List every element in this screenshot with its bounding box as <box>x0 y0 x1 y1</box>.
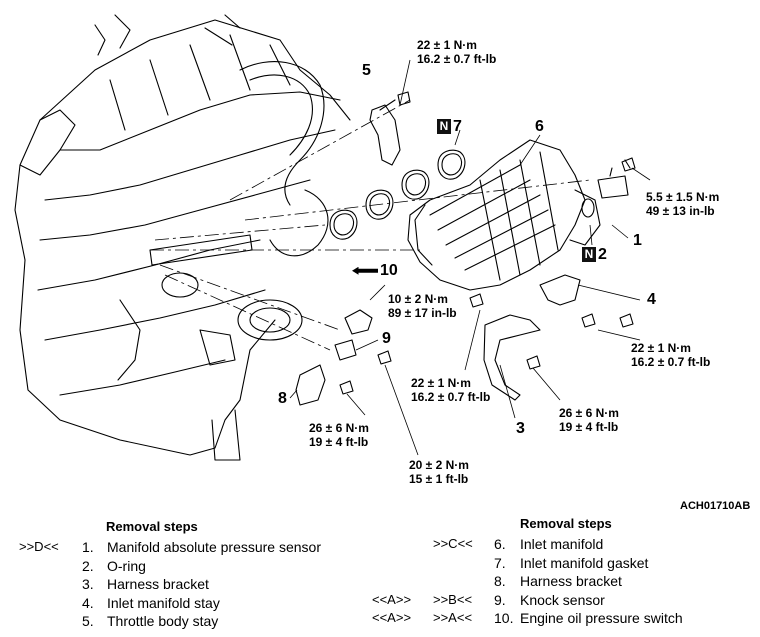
step-number: 2. <box>82 557 94 574</box>
torque-bracket-center: 22 ± 1 N·m 16.2 ± 0.7 ft-lb <box>411 376 490 404</box>
bolt-stay8 <box>339 380 354 395</box>
torque-sensor-nm: 5.5 ± 1.5 N·m <box>646 190 720 204</box>
callout-7-label: 7 <box>453 118 462 135</box>
step-reference-2: >>C<< <box>433 536 473 551</box>
harness-bracket-3 <box>483 314 541 401</box>
torque-switch-inlb: 89 ± 17 in-lb <box>388 306 457 320</box>
torque-bracket-center-ftlb: 16.2 ± 0.7 ft-lb <box>411 390 491 404</box>
inlet-manifold-stay-4 <box>539 274 581 306</box>
bolt-top <box>379 91 411 111</box>
map-sensor <box>597 159 631 199</box>
step-row: 5. Throttle body stay <box>0 612 360 630</box>
torque-knock-nm: 20 ± 2 N·m <box>409 458 469 472</box>
step-text: Throttle body stay <box>107 613 219 629</box>
torque-bracket-center-nm: 22 ± 1 N·m <box>411 376 471 390</box>
callout-10: 10 <box>352 262 398 280</box>
callout-5: 5 <box>362 62 371 79</box>
leader-lines <box>150 59 651 456</box>
step-number: 5. <box>82 613 94 629</box>
step-row: >>C<< 6. Inlet manifold <box>360 535 755 553</box>
step-row: <<A>> >>B<< 9. Knock sensor <box>360 591 755 609</box>
torque-switch-nm: 10 ± 2 N·m <box>388 292 448 306</box>
step-row: 4. Inlet manifold stay <box>0 594 360 612</box>
knock-sensor <box>334 339 357 361</box>
step-text: Inlet manifold gasket <box>520 554 649 571</box>
step-reference: >>D<< <box>19 539 59 554</box>
torque-bracket3-nm: 26 ± 6 N·m <box>559 406 619 420</box>
step-text: O-ring <box>107 557 146 574</box>
step-reference-2: >>B<< <box>433 591 473 607</box>
step-text: Knock sensor <box>520 591 605 608</box>
step-number: 7. <box>494 554 506 571</box>
step-row: >>D<< 1. Manifold absolute pressure sensor <box>0 538 360 556</box>
throttle-body-stay <box>369 104 401 166</box>
torque-stay: 22 ± 1 N·m 16.2 ± 0.7 ft-lb <box>631 341 710 369</box>
callout-3: 3 <box>516 420 525 437</box>
step-number: 8. <box>494 573 506 589</box>
oil-pressure-switch <box>344 309 373 335</box>
torque-stay8-ftlb: 19 ± 4 ft-lb <box>309 435 369 449</box>
callout-4: 4 <box>647 291 656 308</box>
step-text: Engine oil pressure switch <box>520 610 683 626</box>
torque-bracket3-ftlb: 19 ± 4 ft-lb <box>559 420 619 434</box>
torque-sensor-inlb: 49 ± 13 in-lb <box>646 204 715 218</box>
step-row: 3. Harness bracket <box>0 575 360 593</box>
harness-bracket-8 <box>295 364 326 406</box>
torque-top-nm: 22 ± 1 N·m <box>417 38 477 52</box>
torque-knock-ftlb: 15 ± 1 ft-lb <box>409 472 469 486</box>
torque-stay-nm: 22 ± 1 N·m <box>631 341 691 355</box>
step-row: 7. Inlet manifold gasket <box>360 554 755 572</box>
step-number: 10. <box>494 610 514 626</box>
torque-stay-ftlb: 16.2 ± 0.7 ft-lb <box>631 355 711 369</box>
exploded-view-diagram <box>14 14 651 461</box>
removal-steps-title-left: Removal steps <box>106 519 198 534</box>
step-number: 3. <box>82 576 94 592</box>
bolt-center <box>469 293 484 308</box>
step-number: 6. <box>494 536 506 552</box>
torque-top: 22 ± 1 N·m 16.2 ± 0.7 ft-lb <box>417 38 496 66</box>
step-reference-1: <<A>> <box>372 610 412 625</box>
torque-top-ftlb: 16.2 ± 0.7 ft-lb <box>417 52 497 66</box>
callout-10-label: 10 <box>380 262 398 279</box>
step-number: 9. <box>494 591 506 608</box>
bolt-sensor <box>621 157 636 172</box>
torque-bracket3: 26 ± 6 N·m 19 ± 4 ft-lb <box>559 406 619 434</box>
callout-2-label: 2 <box>598 246 607 263</box>
inlet-manifold <box>407 139 601 291</box>
torque-stay8-nm: 26 ± 6 N·m <box>309 421 369 435</box>
step-reference-1: <<A>> <box>372 591 412 607</box>
n-marker-icon-2: N <box>582 247 596 263</box>
torque-stay8: 26 ± 6 N·m 19 ± 4 ft-lb <box>309 421 369 449</box>
callout-8: 8 <box>278 390 287 407</box>
torque-switch: 10 ± 2 N·m 89 ± 17 in-lb <box>388 292 457 320</box>
step-text: Harness bracket <box>107 576 209 592</box>
step-text: Inlet manifold stay <box>107 594 220 611</box>
o-ring <box>581 198 595 218</box>
step-text: Harness bracket <box>520 573 622 589</box>
figure-code: ACH01710AB <box>680 500 751 512</box>
arrow-icon <box>352 266 378 275</box>
step-text: Inlet manifold <box>520 536 604 552</box>
step-number: 1. <box>82 539 94 555</box>
step-row: 8. Harness bracket <box>360 572 755 590</box>
removal-steps-title-right: Removal steps <box>520 516 612 531</box>
step-text: Manifold absolute pressure sensor <box>107 539 322 555</box>
step-row: 2. O-ring <box>0 557 360 575</box>
torque-knock: 20 ± 2 N·m 15 ± 1 ft-lb <box>409 458 469 486</box>
inlet-manifold-gaskets <box>329 149 466 240</box>
bolt-knock <box>377 350 392 365</box>
bolt-bracket3 <box>526 355 541 370</box>
callout-9: 9 <box>382 330 391 347</box>
torque-sensor: 5.5 ± 1.5 N·m 49 ± 13 in-lb <box>646 190 719 218</box>
n-marker-icon: N <box>437 119 451 135</box>
step-row: <<A>> >>A<< 10. Engine oil pressure switch <box>360 609 755 627</box>
step-number: 4. <box>82 594 94 611</box>
callout-1: 1 <box>633 232 642 249</box>
bolt-stay <box>581 313 634 328</box>
engine-block <box>14 14 351 461</box>
callout-6: 6 <box>535 118 544 135</box>
step-reference-2: >>A<< <box>433 610 473 625</box>
